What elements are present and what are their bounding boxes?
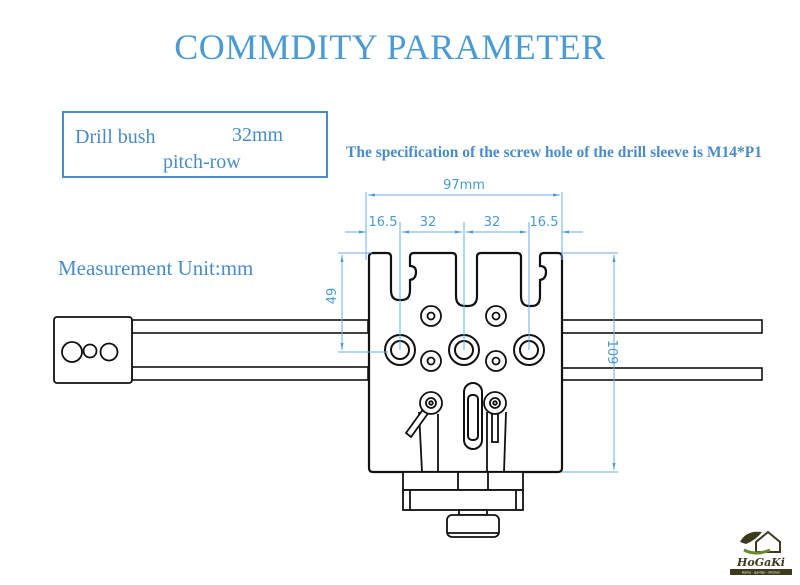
rail-lower-right [561,367,763,381]
leaf-icon [740,531,762,544]
rail-upper-left [131,319,369,334]
dim-segment-1: 16.5 [369,215,398,230]
house-icon [755,530,781,553]
screw-hole-spec-note: The specification of the screw hole of t… [346,144,762,161]
center-slot [463,382,483,450]
drill-bush-spec-box: Drill bush 32mm pitch-row [62,111,328,178]
dim-segment-2: 32 [420,215,437,230]
measurement-unit-note: Measurement Unit:mm [58,256,254,280]
page-title: COMMDITY PARAMETER [174,27,606,67]
clamp-lever-right [483,391,507,473]
logo-brand-name: HoGaKi [736,556,785,569]
brand-logo: HoGaKi Home · garden · kitchen [730,530,792,575]
logo-tagline: Home · garden · kitchen [742,571,780,575]
dimension-lines [338,192,618,473]
right-rails [561,319,763,381]
drill-bush-pitch-value: 32mm [232,124,284,146]
bottom-fixture [402,471,524,538]
drill-bush-label: Drill bush [75,126,156,148]
dim-overall-height: 109 [604,340,619,365]
dim-segment-4: 16.5 [530,215,559,230]
small-holes [420,305,507,372]
dim-overall-width: 97mm [443,178,485,193]
rail-lower-left [131,366,369,381]
dim-segment-3: 32 [484,215,501,230]
dim-hole-depth: 49 [325,288,340,305]
pitch-row-label: pitch-row [163,151,241,173]
end-stop-block [53,316,133,384]
rail-upper-right [561,319,763,334]
clamp-lever-left [404,391,443,473]
left-rails [131,319,369,381]
